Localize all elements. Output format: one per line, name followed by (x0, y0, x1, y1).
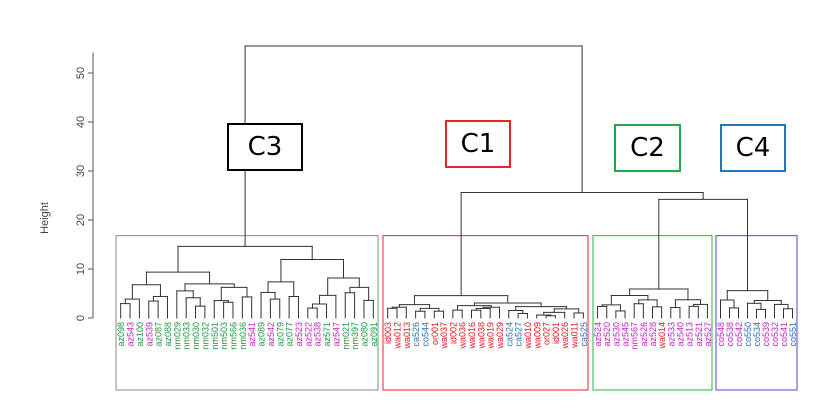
leaf-label: ca527 (514, 322, 524, 347)
cluster-box (715, 235, 798, 391)
leaf-label: nm566 (228, 322, 238, 350)
y-axis: 0 10 20 30 40 50 (75, 52, 94, 321)
leaf-label: id001 (551, 322, 561, 344)
leaf-label: wa038 (476, 322, 486, 350)
leaf-label: az527 (703, 322, 713, 347)
leaf-label: az523 (294, 322, 304, 347)
leaf-label: wa013 (402, 322, 412, 350)
y-tick-label: 20 (75, 214, 87, 226)
leaf-label: wa011 (570, 322, 580, 349)
leaf-label: az530 (611, 322, 621, 347)
leaf-label: az089 (257, 322, 267, 347)
leaf-label: wa012 (392, 322, 402, 350)
cluster-label-c1: C1 (445, 120, 511, 168)
leaf-label: nm029 (172, 322, 182, 350)
leaf-label: co539 (761, 322, 771, 347)
dendrogram-tree (120, 45, 793, 319)
leaf-label: nm567 (630, 322, 640, 350)
y-axis-label: Height (39, 202, 51, 234)
leaf-label: nm036 (238, 322, 248, 350)
leaf-label: az091 (369, 322, 379, 347)
leaf-label: wa010 (523, 322, 533, 350)
y-tick-label: 50 (75, 67, 87, 79)
leaf-label: wa014 (657, 322, 667, 350)
leaf-label: ca524 (504, 322, 514, 347)
leaf-label: az539 (144, 322, 154, 347)
cluster-label-c4: C4 (720, 124, 786, 172)
leaf-label: az077 (285, 322, 295, 347)
leaf-label: co544 (420, 322, 430, 347)
leaf-label: co548 (716, 322, 726, 347)
leaf-label: co532 (770, 322, 780, 347)
cluster-box (592, 235, 713, 391)
leaf-label: co550 (743, 322, 753, 347)
leaf-label: az520 (602, 322, 612, 347)
leaf-label: az542 (266, 322, 276, 347)
leaf-label: co541 (779, 322, 789, 347)
cluster-box (115, 235, 379, 391)
leaf-label: az571 (322, 322, 332, 347)
leaf-label: az079 (275, 322, 285, 347)
cluster-label-c3: C3 (227, 123, 303, 171)
leaf-label: az088 (163, 322, 173, 347)
leaf-label: wa037 (439, 322, 449, 350)
y-tick-label: 10 (75, 263, 87, 275)
leaf-label: nm501 (210, 322, 220, 350)
leaf-label: co542 (734, 322, 744, 347)
leaf-label: az524 (593, 322, 603, 347)
leaf-label: az100 (135, 322, 145, 347)
leaf-label: or027 (542, 322, 552, 345)
leaf-label: nm032 (200, 322, 210, 350)
leaf-label: az543 (126, 322, 136, 347)
leaf-label: wa016 (467, 322, 477, 350)
leaf-label: wa026 (560, 322, 570, 350)
y-tick-label: 40 (75, 116, 87, 128)
leaf-label: ca526 (411, 322, 421, 347)
leaf-label: nm030 (191, 322, 201, 350)
leaf-label: az533 (666, 322, 676, 347)
leaf-label: wa029 (495, 322, 505, 350)
leaf-label: az540 (675, 322, 685, 347)
leaf-label: ca525 (579, 322, 589, 347)
leaf-label: id002 (448, 322, 458, 344)
leaf-label: co534 (752, 322, 762, 347)
leaf-label: wa019 (486, 322, 496, 350)
leaf-label: id003 (383, 322, 393, 344)
leaf-label: co538 (725, 322, 735, 347)
leaf-label: az528 (648, 322, 658, 347)
leaf-label: wa036 (458, 322, 468, 350)
cluster-label-c2: C2 (614, 124, 681, 172)
leaf-label: nm033 (182, 322, 192, 350)
leaf-label: nm503 (219, 322, 229, 350)
leaf-label: az521 (694, 322, 704, 347)
leaf-label: az526 (639, 322, 649, 347)
cluster-boxes (115, 235, 798, 391)
y-tick-label: 0 (75, 315, 87, 321)
leaf-label: az545 (621, 322, 631, 347)
y-tick-label: 30 (75, 165, 87, 177)
leaf-label: az087 (154, 322, 164, 347)
leaf-label: az538 (313, 322, 323, 347)
leaf-label: az513 (685, 322, 695, 347)
leaf-label: co551 (788, 322, 798, 347)
leaf-label: az522 (303, 322, 313, 347)
leaf-label: az080 (359, 322, 369, 347)
leaf-label: nm397 (350, 322, 360, 350)
leaf-label: wa009 (532, 322, 542, 350)
leaf-label: nm021 (341, 322, 351, 350)
leaf-label: az541 (247, 322, 257, 347)
cluster-box (382, 235, 589, 391)
leaf-label: az098 (116, 322, 126, 347)
leaf-label: or001 (430, 322, 440, 345)
leaf-label: az547 (331, 322, 341, 347)
